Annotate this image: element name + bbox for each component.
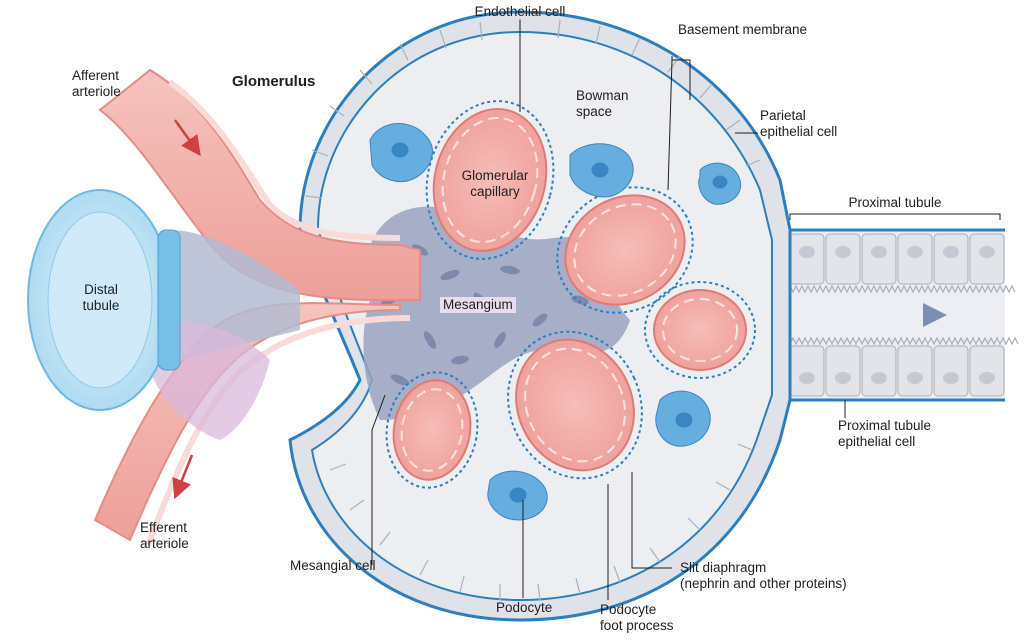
label-mesangial-cell: Mesangial cell [290, 558, 376, 573]
label-bowman-space: Bowman space [576, 88, 629, 119]
label-afferent-arteriole: Afferent arteriole [72, 68, 121, 99]
efferent-flow-arrow [172, 454, 194, 500]
proximal-tubule [785, 228, 1019, 402]
label-parietal-epithelial-cell: Parietal epithelial cell [760, 108, 838, 139]
proximal-tubule-cells-bottom [789, 336, 1019, 397]
label-podocyte-foot-process: Podocyte foot process [600, 602, 674, 633]
distal-tubule [27, 189, 181, 411]
label-proximal-tubule: Proximal tubule [848, 195, 942, 210]
label-distal-tubule: Distal tubule [82, 282, 120, 313]
label-slit-diaphragm: Slit diaphragm (nephrin and other protei… [680, 560, 847, 591]
leader-lines [371, 20, 1001, 600]
afferent-arteriole [98, 68, 421, 301]
podocytes [369, 123, 742, 521]
label-endothelial-cell: Endothelial cell [474, 4, 566, 19]
label-glomerular-capillary: Glomerular capillary [461, 168, 529, 199]
label-efferent-arteriole: Efferent arteriole [140, 520, 189, 551]
label-basement-membrane: Basement membrane [678, 22, 808, 37]
label-proximal-tubule-epithelial-cell: Proximal tubule epithelial cell [838, 418, 932, 449]
proximal-tubule-cells-top [789, 233, 1016, 294]
label-podocyte: Podocyte [496, 600, 553, 615]
label-mesangium: Mesangium [440, 297, 516, 313]
glomerular-capillaries [385, 100, 756, 489]
page-title: Glomerulus [232, 73, 316, 90]
afferent-flow-arrow [173, 119, 201, 157]
